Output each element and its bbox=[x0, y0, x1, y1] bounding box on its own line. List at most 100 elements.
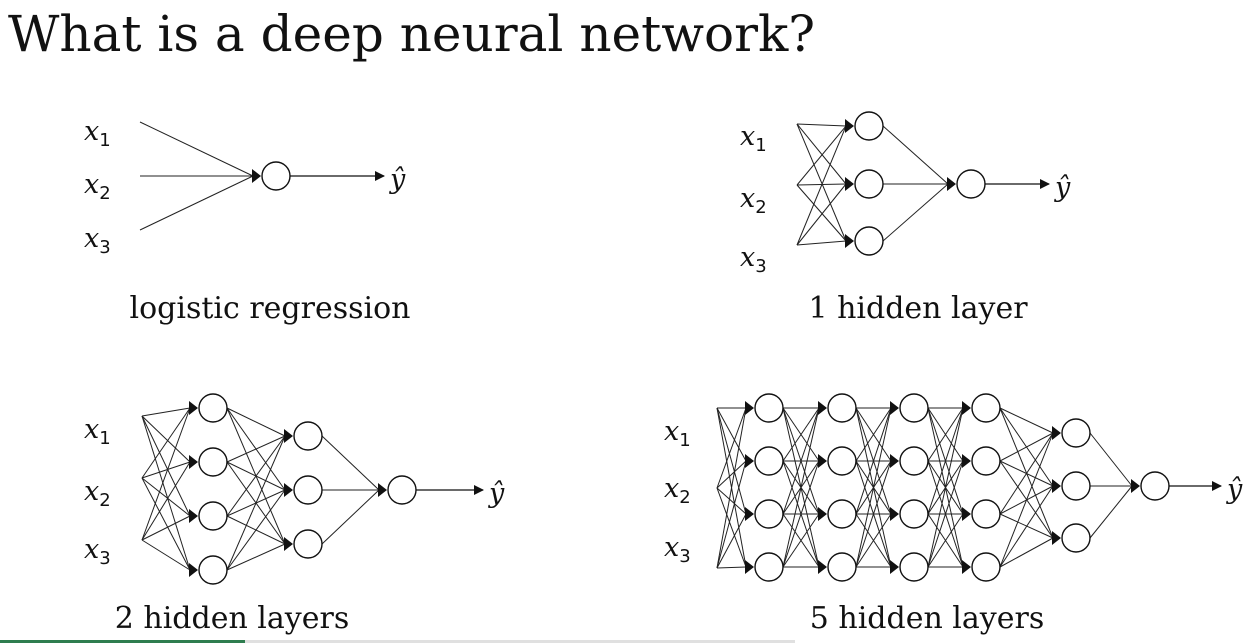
input-label-x3: x3 bbox=[84, 534, 111, 569]
connection-edge bbox=[716, 407, 747, 462]
connection-edge bbox=[141, 515, 191, 541]
node-input-wedge bbox=[890, 454, 899, 468]
node-input-wedge bbox=[284, 537, 293, 551]
connection-edge bbox=[716, 407, 747, 489]
node-input-wedge bbox=[378, 483, 387, 497]
node-input-wedge bbox=[1052, 479, 1061, 493]
output-label-yhat: ŷ bbox=[389, 164, 406, 195]
node-input-wedge bbox=[947, 177, 956, 191]
node-input-wedge bbox=[845, 119, 854, 133]
node-input-wedge bbox=[890, 401, 899, 415]
hidden-node bbox=[754, 552, 784, 582]
input-label-x2: x2 bbox=[84, 476, 111, 511]
node-input-wedge bbox=[1131, 479, 1140, 493]
node-input-wedge bbox=[1052, 531, 1061, 545]
connection-edge bbox=[796, 123, 847, 242]
hidden-node bbox=[827, 499, 857, 529]
connection-edge bbox=[796, 123, 847, 127]
hidden-node bbox=[971, 499, 1001, 529]
node-input-wedge bbox=[845, 234, 854, 248]
output-label-yhat: ŷ bbox=[1226, 474, 1243, 505]
input-label-x1: x1 bbox=[664, 416, 691, 451]
connection-edge bbox=[226, 435, 286, 463]
hidden-node bbox=[854, 111, 884, 141]
connection-edge bbox=[716, 407, 747, 569]
connection-edge bbox=[141, 415, 191, 463]
node-input-wedge bbox=[284, 429, 293, 443]
node-input-wedge bbox=[745, 507, 754, 521]
connection-edge bbox=[796, 184, 847, 242]
input-label-x1: x1 bbox=[84, 414, 111, 449]
connection-edge bbox=[782, 407, 820, 462]
connection-edge bbox=[855, 513, 892, 568]
node-input-wedge bbox=[189, 455, 198, 469]
node-input-wedge bbox=[745, 454, 754, 468]
hidden-node bbox=[293, 421, 323, 451]
hidden-node bbox=[198, 447, 228, 477]
connection-edge bbox=[226, 435, 286, 571]
node-input-wedge bbox=[818, 507, 827, 521]
hidden-node bbox=[899, 393, 929, 423]
connection-edge bbox=[927, 407, 964, 568]
connection-edge bbox=[141, 407, 191, 479]
hidden-node bbox=[1061, 418, 1091, 448]
connection-edge bbox=[855, 407, 892, 515]
node-input-wedge bbox=[818, 560, 827, 574]
connection-edge bbox=[716, 566, 747, 569]
connection-edge bbox=[999, 432, 1054, 568]
node-input-wedge bbox=[818, 454, 827, 468]
input-label-x3: x3 bbox=[740, 242, 767, 277]
connection-edge bbox=[927, 407, 964, 515]
connection-edge bbox=[882, 125, 949, 185]
connection-edge bbox=[141, 407, 191, 541]
hidden-node bbox=[754, 446, 784, 476]
node-input-wedge bbox=[745, 401, 754, 415]
node-input-wedge bbox=[1052, 426, 1061, 440]
hidden-node bbox=[827, 393, 857, 423]
network-caption: 5 hidden layers bbox=[810, 601, 1044, 636]
connection-edge bbox=[855, 460, 892, 568]
connection-edge bbox=[716, 407, 747, 515]
hidden-node bbox=[971, 552, 1001, 582]
connection-edge bbox=[999, 432, 1054, 462]
progress-bar-track bbox=[0, 640, 795, 643]
connection-edge bbox=[141, 477, 191, 517]
connection-edge bbox=[855, 407, 892, 462]
progress-bar-fill bbox=[0, 640, 245, 643]
hidden-node bbox=[754, 499, 784, 529]
connection-edge bbox=[321, 435, 380, 491]
node-input-wedge bbox=[745, 560, 754, 574]
hidden-node bbox=[1061, 471, 1091, 501]
hidden-node bbox=[827, 552, 857, 582]
output-node bbox=[387, 475, 417, 505]
node-input-wedge bbox=[962, 401, 971, 415]
connection-edge bbox=[855, 407, 892, 568]
input-label-x2: x2 bbox=[84, 169, 111, 204]
node-input-wedge bbox=[189, 401, 198, 415]
output-label-yhat: ŷ bbox=[488, 478, 505, 509]
hidden-node bbox=[899, 499, 929, 529]
connection-edge bbox=[782, 407, 820, 568]
connection-edge bbox=[141, 415, 191, 517]
connection-edge bbox=[139, 121, 254, 177]
connection-edge bbox=[141, 461, 191, 479]
connection-edge bbox=[796, 183, 847, 246]
hidden-node bbox=[854, 169, 884, 199]
connection-edge bbox=[716, 513, 747, 569]
connection-edge bbox=[141, 477, 191, 571]
hidden-node bbox=[971, 393, 1001, 423]
node-input-wedge bbox=[252, 169, 261, 183]
connection-edge bbox=[716, 460, 747, 569]
connection-edge bbox=[716, 487, 747, 515]
connection-edge bbox=[999, 537, 1054, 568]
hidden-node bbox=[827, 446, 857, 476]
slide-title: What is a deep neural network? bbox=[8, 5, 816, 63]
network-caption: logistic regression bbox=[129, 291, 410, 326]
input-label-x2: x2 bbox=[664, 473, 691, 508]
node-input-wedge bbox=[818, 401, 827, 415]
connection-edge bbox=[796, 240, 847, 246]
connection-edge bbox=[226, 543, 286, 571]
